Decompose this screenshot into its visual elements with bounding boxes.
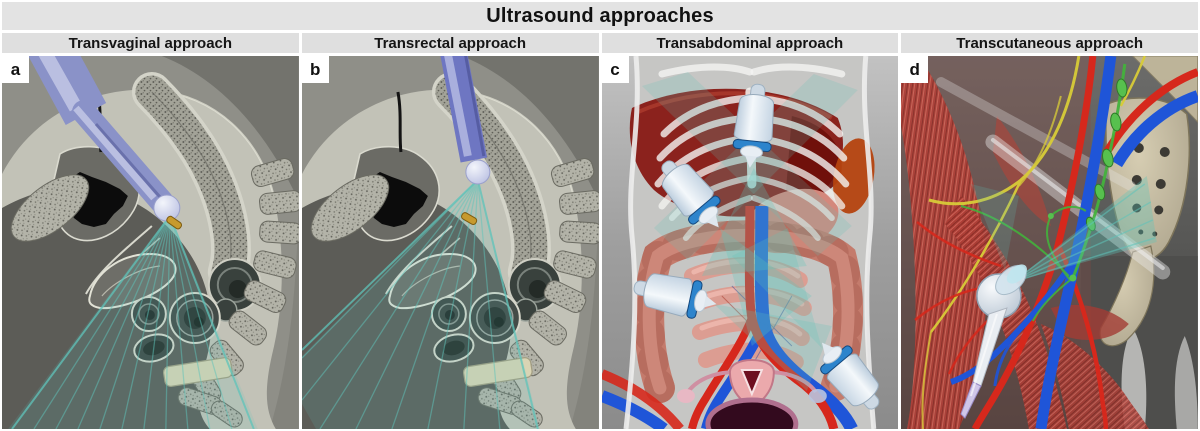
panel-transrectal: b (301, 56, 599, 429)
panel-transcutaneous: d (901, 56, 1198, 429)
transvaginal-probe (28, 56, 181, 222)
panel-letter-c: c (601, 56, 629, 83)
panel-header-transcutaneous: Transcutaneous approach (901, 33, 1198, 53)
ultrasound-beams (641, 72, 858, 391)
panel-transvaginal: a (2, 56, 299, 429)
transcutaneous-illustration (901, 56, 1198, 429)
femoral-vein (950, 56, 1198, 429)
ultrasound-beam (971, 176, 1158, 283)
bladder (704, 397, 798, 429)
ultrasound-beam (7, 214, 258, 429)
panel-transabdominal: c (601, 56, 899, 429)
panel-headers: Transvaginal approach Transrectal approa… (2, 33, 1198, 53)
panel-letter-a: a (2, 56, 29, 83)
panel-letter-d: d (901, 56, 929, 83)
transabdominal-illustration (601, 56, 899, 429)
panel-header-transabdominal: Transabdominal approach (601, 33, 899, 53)
transrectal-illustration (301, 56, 599, 429)
panel-header-transrectal: Transrectal approach (301, 33, 599, 53)
figure-title: Ultrasound approaches (2, 2, 1198, 30)
uterus-and-adnexa (676, 359, 827, 408)
transrectal-probe (440, 56, 491, 185)
transcutaneous-probe (960, 264, 1028, 419)
body-outline (622, 56, 876, 429)
panel-row: a (2, 56, 1198, 429)
iud-marker (460, 212, 477, 225)
panel-header-transvaginal: Transvaginal approach (2, 33, 299, 53)
lymph-vessels-and-nodes (960, 63, 1128, 322)
panel-letter-b: b (301, 56, 329, 83)
iud-marker (166, 215, 183, 230)
ultrasound-beam (301, 178, 540, 429)
transvaginal-illustration (2, 56, 299, 429)
